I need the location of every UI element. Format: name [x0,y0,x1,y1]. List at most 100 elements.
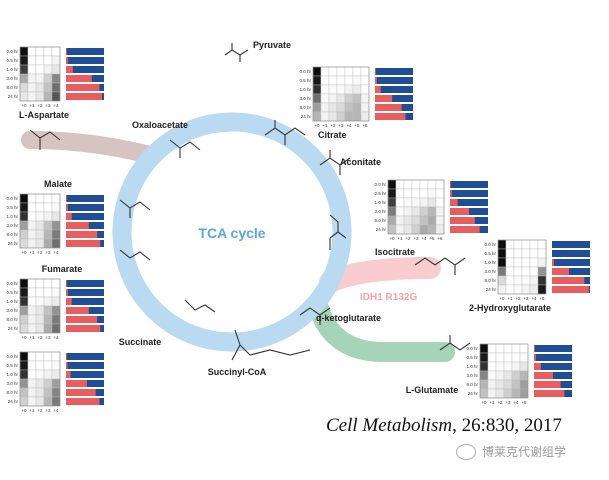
tca-cycle-label: TCA cycle [198,225,265,241]
heatmap-cell [43,73,53,84]
glutamate-band [308,295,455,362]
isotopologue-label: +1 [29,250,35,255]
heatmap-cell [51,278,61,289]
heatmap-cell [19,73,29,84]
heatmap-cell [336,93,346,104]
label-succinate: Succinate [119,337,162,347]
isotopologue-label: +6 [362,123,368,128]
time-label: 24 hr [376,227,387,232]
heatmap-cell [312,111,322,122]
label-pyruvate: Pyruvate [253,40,291,50]
heatmap-cell [487,370,497,381]
heatmap-cell [419,188,429,199]
heatmap-cell [521,257,531,268]
unlabeled-bar [66,280,104,287]
label-hg: 2-Hydroxyglutarate [469,303,551,313]
isotopologue-label: +2 [405,236,411,241]
time-label: 3.0 hr [6,76,18,81]
isotopologue-label: +4 [53,103,59,108]
isotopologue-label: +1 [322,123,328,128]
label-citrate: Citrate [318,130,347,140]
time-label: 8.0 hr [6,232,18,237]
heatmap-cell [35,296,45,307]
isotopologue-label: +3 [338,123,344,128]
heatmap-cell [495,388,505,399]
heatmap-cell [511,352,521,363]
heatmap-cell [411,188,421,199]
heatmap-cell [435,197,445,208]
time-label: 3.0 hr [6,223,18,228]
heatmap-cell [511,343,521,354]
heatmap-cell [19,46,29,57]
isotopologue-label: +2 [515,296,521,301]
isotopologue-label: +2 [37,408,43,413]
label-succinyl_coa: Succinyl-CoA [208,367,267,377]
isotopologue-label: +3 [45,335,51,340]
heatmap-cell [51,202,61,213]
heatmap-cell [503,343,513,354]
heatmap-cell [395,224,405,235]
heatmap-cell [43,378,53,389]
isotopologue-label: +0 [21,408,27,413]
time-label: 0.0 hr [6,196,18,201]
heatmap-cell [411,224,421,235]
unlabeled-bar [66,353,104,360]
heatmap-cell [537,275,547,286]
isotopologue-label: +2 [37,335,43,340]
isotopologue-label: +0 [21,250,27,255]
unlabeled-bar [375,68,413,75]
heatmap-cell [27,378,37,389]
heatmap-cell [427,215,437,226]
heatmap-cell [387,188,397,199]
unlabeled-bar [375,95,413,102]
heatmap-cell [352,111,362,122]
time-label: 3.0 hr [299,96,311,101]
labeled-bar [66,195,67,202]
time-label: 0.0 hr [374,182,386,187]
heatmap-border [19,193,61,249]
heatmap-cell [19,91,29,102]
isotopologue-label: +2 [330,123,336,128]
isotopologue-label: +0 [499,296,505,301]
heatmap-cell [537,284,547,295]
heatmap-border [19,351,61,407]
heatmap-cell [51,360,61,371]
heatmap-cell [43,55,53,66]
time-label: 8.0 hr [484,278,496,283]
time-label: 1.0 hr [6,67,18,72]
labeled-bar [66,362,68,369]
heatmap-cell [360,102,370,113]
labeled-bar [534,381,561,388]
label-glutamate: L-Glutamate [406,385,459,395]
heatmap-cell [35,378,45,389]
time-label: 24 hr [8,94,19,99]
heatmap-cell [35,238,45,249]
heatmap-cell [519,370,529,381]
unlabeled-bar [534,363,572,370]
time-label: 24 hr [8,399,19,404]
heatmap-cell [19,211,29,222]
heatmap-cell [51,314,61,325]
heatmap-cell [43,64,53,75]
isotopologue-label: +4 [421,236,427,241]
heatmap-cell [352,102,362,113]
heatmap-cell [27,278,37,289]
heatmap-cell [352,75,362,86]
isotopologue-label: +0 [314,123,320,128]
heatmap-cell [435,224,445,235]
heatmap-cell [336,66,346,77]
isotopologue-label: +2 [497,400,503,405]
heatmap-cell [51,220,61,231]
time-label: 1.0 hr [466,364,478,369]
heatmap-cell [519,352,529,363]
time-label: 0.5 hr [374,191,386,196]
heatmap-cell [35,387,45,398]
heatmap-cell [27,193,37,204]
heatmap-cell [479,388,489,399]
time-label: 0.5 hr [6,205,18,210]
time-label: 0.0 hr [6,354,18,359]
